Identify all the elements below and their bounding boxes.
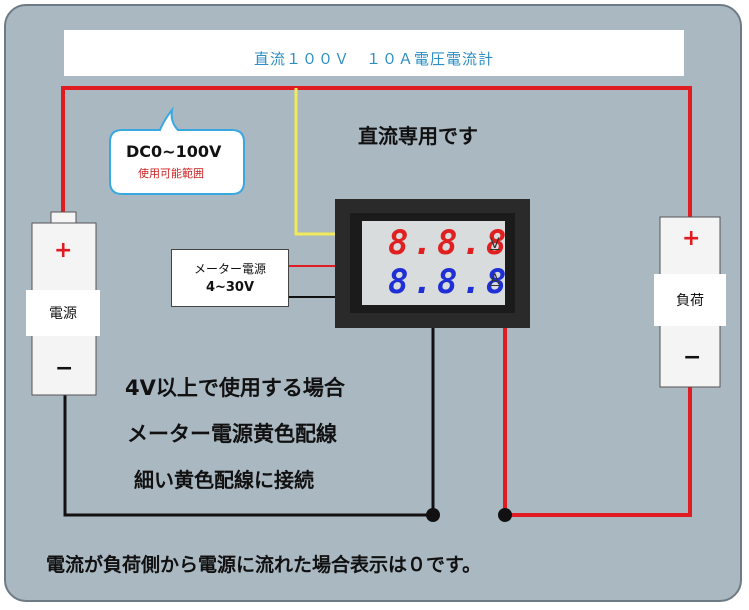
junction-black bbox=[426, 508, 440, 522]
load-plus-sign: + bbox=[682, 226, 701, 251]
meter-power-box: メーター電源 4~30V bbox=[171, 249, 289, 307]
battery-minus-sign: − bbox=[55, 356, 74, 381]
footer-note: 電流が負荷側から電源に流れた場合表示は０です。 bbox=[46, 554, 482, 576]
meter-power-label: メーター電源 bbox=[193, 262, 266, 276]
voltage-digits: 8.8.8 bbox=[388, 223, 511, 263]
title-bar: 直流１００Ｖ １０Ａ電圧電流計 bbox=[64, 30, 684, 76]
range-bubble bbox=[109, 106, 245, 195]
meter-screen bbox=[362, 221, 505, 305]
junction-red bbox=[498, 508, 512, 522]
load-label: 負荷 bbox=[676, 293, 704, 309]
yellow-wire bbox=[294, 88, 335, 236]
instruction-line-3: 細い黄色配線に接続 bbox=[134, 468, 314, 492]
black-negative-wire bbox=[63, 328, 435, 517]
red-load-wire bbox=[503, 328, 692, 517]
dc-only-note: 直流専用です bbox=[358, 124, 478, 148]
voltage-unit: V bbox=[490, 236, 500, 252]
instruction-line-2: メーター電源黄色配線 bbox=[127, 422, 337, 446]
load-minus-sign: − bbox=[683, 345, 702, 370]
range-label: DC0~100V bbox=[126, 142, 222, 161]
diagram-title: 直流１００Ｖ １０Ａ電圧電流計 bbox=[253, 50, 494, 68]
battery-terminal bbox=[50, 211, 77, 225]
current-unit: A bbox=[490, 272, 500, 288]
instruction-line-1: 4V以上で使用する場合 bbox=[125, 376, 345, 400]
battery-label-box: 電源 bbox=[26, 290, 100, 336]
battery-plus-sign: + bbox=[54, 238, 73, 263]
current-digits: 8.8.8 bbox=[388, 262, 511, 302]
range-note: 使用可能範囲 bbox=[138, 167, 204, 180]
battery-label: 電源 bbox=[49, 306, 77, 322]
red-positive-wire bbox=[61, 86, 692, 217]
meter-power-voltage: 4~30V bbox=[205, 280, 255, 295]
load-label-box: 負荷 bbox=[654, 274, 726, 326]
